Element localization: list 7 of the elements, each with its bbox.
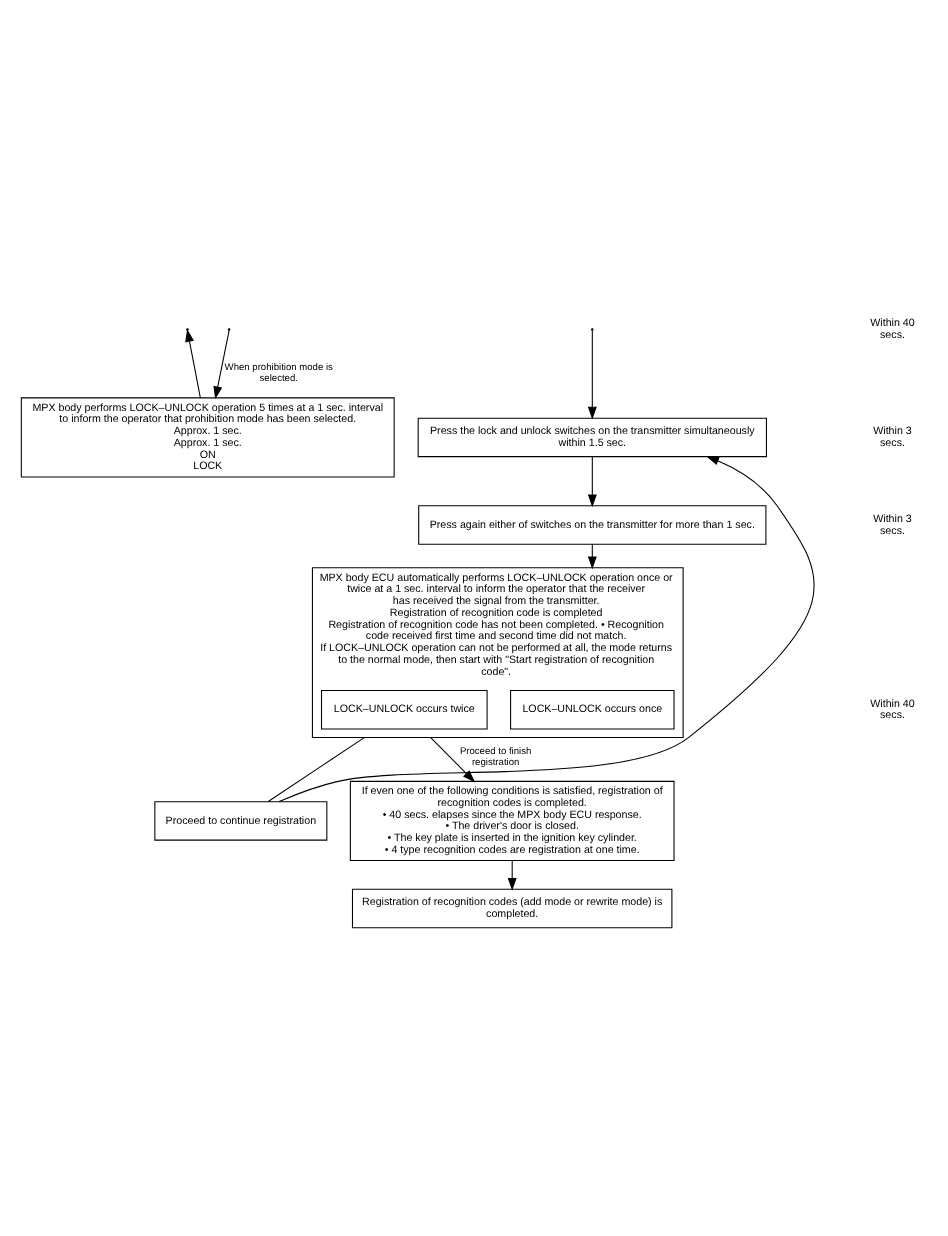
connector — [267, 736, 365, 802]
arrow — [430, 736, 476, 782]
arrow — [587, 329, 597, 419]
arrow — [185, 328, 201, 398]
arrow — [213, 329, 230, 399]
arrow — [587, 455, 597, 507]
arrow — [278, 455, 815, 802]
